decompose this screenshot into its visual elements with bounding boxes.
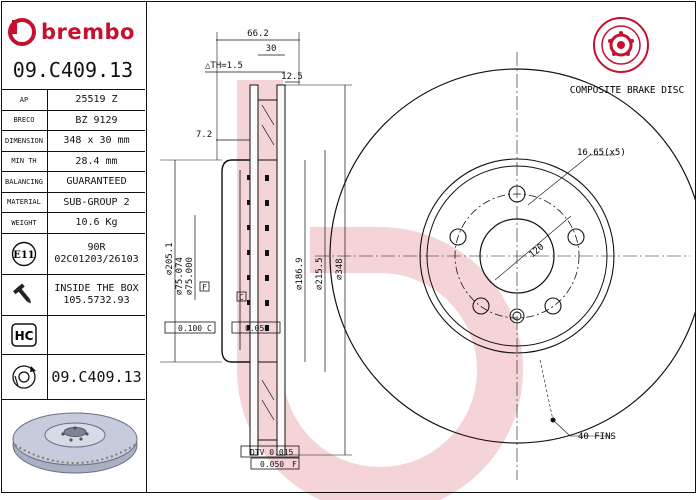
spec-value: BZ 9129 xyxy=(75,114,118,126)
homologation-text: 90R 02C01203/26103 xyxy=(48,242,145,266)
dim-205: ∅205.1 xyxy=(165,242,175,275)
screw-icon xyxy=(1,274,48,315)
tol-parallel-ref: F xyxy=(292,460,297,469)
spec-row: WEIGHT 10.6 Kg xyxy=(1,213,145,234)
part-code: 09.C409.13 xyxy=(12,58,134,82)
tol-runout: 0.100 xyxy=(178,324,202,333)
tol-parallel: 0.050 xyxy=(260,460,284,469)
spec-value: 25519 Z xyxy=(75,94,118,106)
composite-label: COMPOSITE BRAKE DISC xyxy=(570,85,684,96)
spec-column: brembo 09.C409.13 AP 25519 Z BRECO BZ 9129… xyxy=(1,1,147,493)
screw-line2: 105.5732.93 xyxy=(63,294,130,306)
spec-row: MIN TH 28.4 mm xyxy=(1,151,145,172)
tol-flatness: 0.050 xyxy=(245,324,269,333)
spec-row: DIMENSION 348 x 30 mm xyxy=(1,131,145,152)
screw-row: INSIDE THE BOX 105.5732.93 xyxy=(1,274,145,316)
spec-value: SUB-GROUP 2 xyxy=(63,196,130,208)
dim-75b: ∅75.000 xyxy=(185,257,195,295)
drawing-frame xyxy=(1,1,696,493)
spec-key: BRECO xyxy=(1,110,48,130)
hc-mark-icon: HC xyxy=(1,315,48,354)
datum-c: C xyxy=(239,293,244,302)
homologation-line2: 02C01203/26103 xyxy=(54,253,139,265)
dim-348: ∅348 xyxy=(335,258,345,280)
disc-code-row: 09.C409.13 xyxy=(1,354,145,400)
homologation-line1: 90R xyxy=(87,241,106,253)
datum-f: F xyxy=(202,283,207,292)
dim-186: ∅186.9 xyxy=(295,257,305,290)
spec-value: 348 x 30 mm xyxy=(63,135,130,147)
brembo-logo: brembo xyxy=(7,15,135,49)
spec-row: BALANCING GUARANTEED xyxy=(1,172,145,193)
hc-label: HC xyxy=(15,329,34,343)
brand-name: brembo xyxy=(41,20,135,44)
screw-line1: INSIDE THE BOX xyxy=(54,282,139,294)
dim-7: 7.2 xyxy=(196,130,212,140)
spec-key: MATERIAL xyxy=(1,192,48,212)
e11-mark-icon: E11 xyxy=(1,233,48,274)
spec-value: 28.4 mm xyxy=(75,155,118,167)
spec-key: BALANCING xyxy=(1,172,48,192)
dim-75a: ∅75.074 xyxy=(175,257,185,295)
fins-label: 40 FINS xyxy=(578,432,616,442)
front-view xyxy=(315,52,695,480)
e11-label: E11 xyxy=(13,250,35,261)
dim-66: 66.2 xyxy=(247,29,269,39)
spec-table: AP 25519 Z BRECO BZ 9129 DIMENSION 348 x 30… xyxy=(1,89,145,400)
technical-drawing: COMPOSITE BRAKE DISC 16.65(x5) 120 40 FI… xyxy=(160,17,695,480)
dim-30: 30 xyxy=(266,44,277,54)
dim-12: 12.5 xyxy=(281,72,303,82)
dim-th: △TH=1.5 xyxy=(205,61,243,71)
disc-thumbnail xyxy=(12,412,138,474)
composite-disc-icon xyxy=(593,17,649,73)
spec-key: AP xyxy=(1,90,48,110)
hc-row: HC xyxy=(1,315,145,355)
spec-row: BRECO BZ 9129 xyxy=(1,110,145,131)
hole-dim: 16.65(x5) xyxy=(577,148,626,158)
tol-runout-ref: C xyxy=(207,324,212,333)
dim-215: ∅215.5 xyxy=(315,257,325,290)
homologation-row: E11 90R 02C01203/26103 xyxy=(1,233,145,275)
disc-code: 09.C409.13 xyxy=(51,367,142,386)
spec-key: DIMENSION xyxy=(1,131,48,151)
section-view xyxy=(160,32,352,470)
spec-key: MIN TH xyxy=(1,151,48,171)
spec-key: WEIGHT xyxy=(1,213,48,233)
pcd-dim: 120 xyxy=(528,242,547,260)
spec-row: AP 25519 Z xyxy=(1,90,145,111)
spec-row: MATERIAL SUB-GROUP 2 xyxy=(1,192,145,213)
brembo-logo-icon xyxy=(8,18,36,46)
disc-rotation-icon xyxy=(1,354,48,399)
spec-value: 10.6 Kg xyxy=(75,217,118,229)
tol-dtv: DTV 0.015 xyxy=(250,448,294,457)
screw-text: INSIDE THE BOX 105.5732.93 xyxy=(48,283,145,307)
spec-value: GUARANTEED xyxy=(66,176,127,188)
